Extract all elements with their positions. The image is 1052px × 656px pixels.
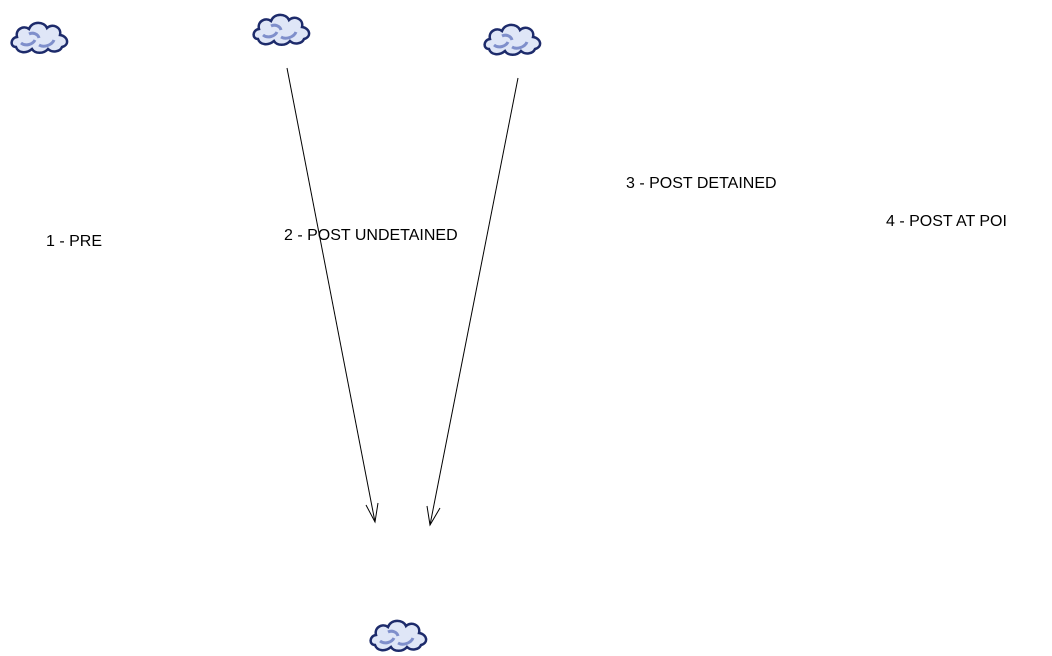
stage-label-post-undetained: 2 - POST UNDETAINED bbox=[284, 227, 458, 244]
arrow-from-cloud-3 bbox=[426, 77, 519, 527]
cloud-icon bbox=[252, 13, 311, 46]
cloud-icon bbox=[369, 619, 428, 652]
cloud-icon bbox=[10, 21, 69, 54]
stage-label-post-at-poi: 4 - POST AT POI bbox=[886, 213, 1007, 230]
stage-label-pre: 1 - PRE bbox=[46, 233, 103, 250]
cloud-icon bbox=[483, 23, 542, 56]
stage-label-post-detained: 3 - POST DETAINED bbox=[626, 175, 777, 192]
arrow-from-cloud-2 bbox=[286, 67, 379, 524]
